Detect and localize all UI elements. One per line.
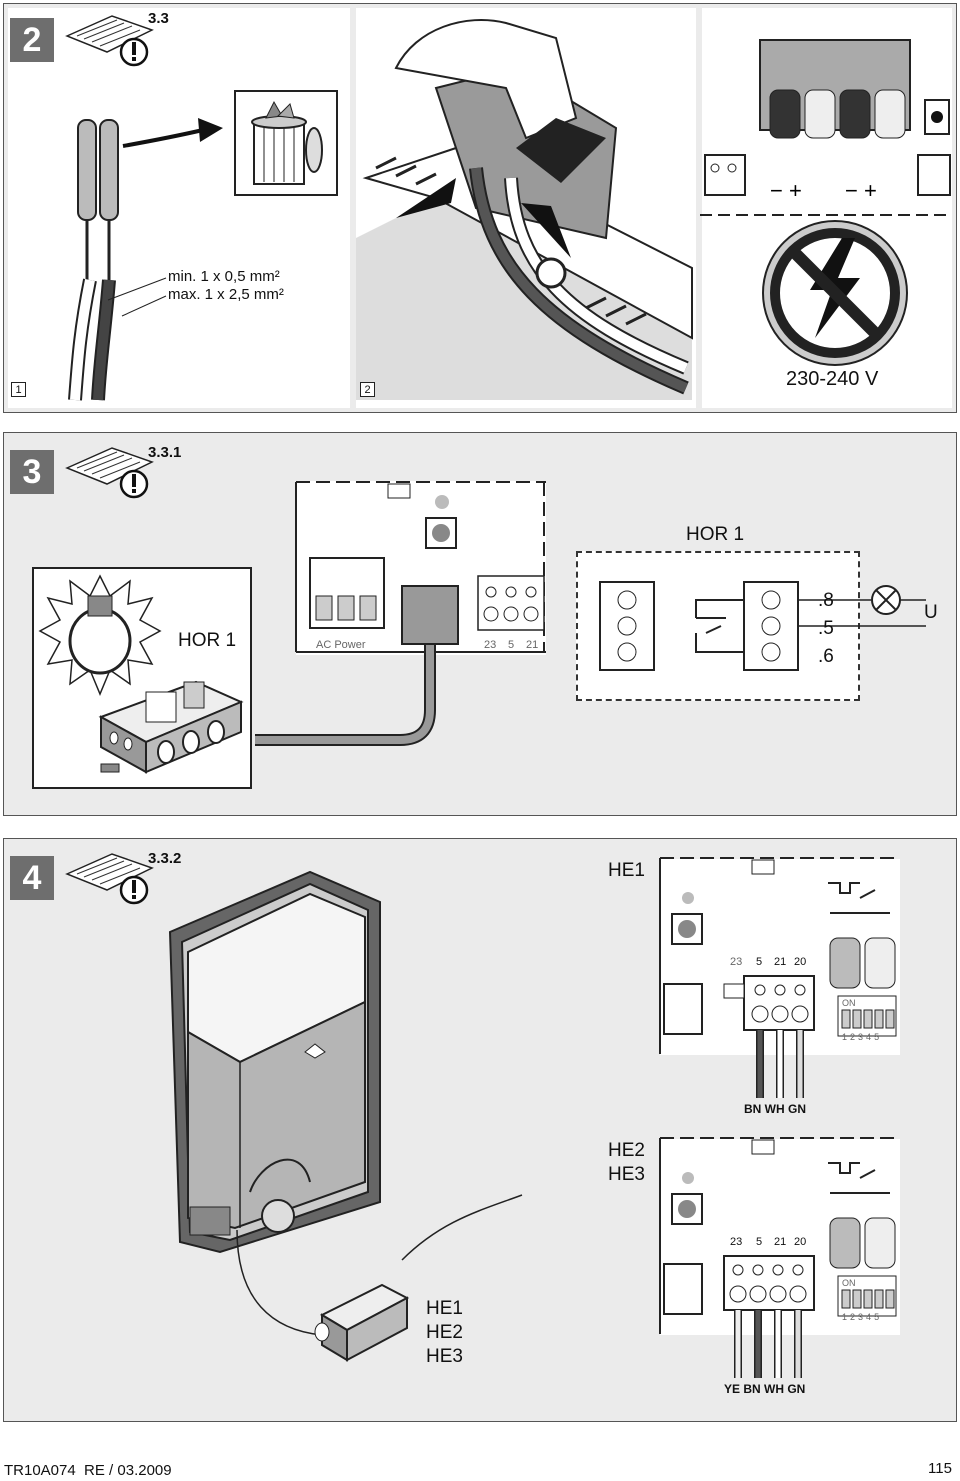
he23-board-drawing xyxy=(659,1137,900,1378)
dip-num: 2 xyxy=(850,1032,859,1042)
relay-cable xyxy=(255,645,436,746)
no-high-voltage-icon xyxy=(762,220,908,366)
voltage-label: 230-240 V xyxy=(786,368,879,390)
receiver-he1: HE1 xyxy=(426,1298,463,1319)
relay-label: HOR 1 xyxy=(178,630,237,651)
dip-num: 3 xyxy=(858,1032,867,1042)
operator-housing-drawing xyxy=(168,870,381,1254)
antenna-receiver-drawing xyxy=(236,1194,523,1362)
connector-drawing: − + − + xyxy=(700,39,951,216)
manual-warning-icon xyxy=(65,447,154,499)
he23-dip-numbers: 12345 xyxy=(842,1312,882,1322)
doc-id: TR10A074 RE / 03.2009 xyxy=(4,1462,172,1479)
he1-dip-on: ON xyxy=(842,998,856,1008)
he1-terminal-23: 23 xyxy=(730,956,743,968)
contact-6: .6 xyxy=(818,646,834,667)
supply-label: U xyxy=(924,602,938,623)
module-title: HOR 1 xyxy=(686,524,745,545)
wire-max-label: max. 1 x 2,5 mm² xyxy=(168,286,284,303)
he23-terminal-21: 21 xyxy=(774,1236,787,1248)
he23-wire-colors: YE BN WH GN xyxy=(724,1382,806,1396)
dip-num: 5 xyxy=(874,1032,883,1042)
svg-text:− +: − + xyxy=(770,178,802,203)
sub-number-1: 1 xyxy=(11,382,26,397)
dip-num: 4 xyxy=(866,1032,875,1042)
relay-housing-drawing xyxy=(98,680,244,774)
section-ref: 3.3.2 xyxy=(148,850,182,867)
receiver-he2: HE2 xyxy=(426,1322,463,1343)
he23-terminal-20: 20 xyxy=(794,1236,807,1248)
manual-warning-icon xyxy=(65,853,154,905)
arrow-right-icon xyxy=(122,118,223,148)
dip-num: 5 xyxy=(874,1312,883,1322)
relay-circuit-diagram xyxy=(599,581,926,671)
sub-panel-1 xyxy=(8,8,350,408)
step-number: 2 xyxy=(10,18,54,62)
terminal-23: 23 xyxy=(484,639,497,651)
sub-number-2: 2 xyxy=(360,382,375,397)
dip-num: 1 xyxy=(842,1032,851,1042)
manual-warning-icon xyxy=(65,15,154,67)
step-number: 4 xyxy=(10,856,54,900)
he1-terminal-5: 5 xyxy=(756,956,763,968)
section-ref: 3.3.1 xyxy=(148,444,182,461)
he1-terminal-21: 21 xyxy=(774,956,787,968)
svg-text:− +: − + xyxy=(845,178,877,203)
he1-wire-colors: BN WH GN xyxy=(744,1102,806,1116)
terminal-21: 21 xyxy=(526,639,539,651)
contact-5: .5 xyxy=(818,618,834,639)
he23-title-1: HE2 xyxy=(608,1140,645,1161)
he1-title: HE1 xyxy=(608,860,645,881)
trash-bin-icon xyxy=(251,100,323,185)
he1-board-drawing xyxy=(659,857,900,1098)
terminal-5: 5 xyxy=(508,639,515,651)
he1-terminal-20: 20 xyxy=(794,956,807,968)
page-number: 115 xyxy=(928,1460,952,1477)
dip-num: 3 xyxy=(858,1312,867,1322)
control-board-drawing xyxy=(295,481,546,653)
dip-num: 4 xyxy=(866,1312,875,1322)
ac-power-label: AC Power xyxy=(316,639,366,651)
dip-num: 1 xyxy=(842,1312,851,1322)
wire-min-label: min. 1 x 0,5 mm² xyxy=(168,268,280,285)
step-number: 3 xyxy=(10,450,54,494)
he23-dip-on: ON xyxy=(842,1278,856,1288)
contact-8: .8 xyxy=(818,590,834,611)
he23-terminal-5: 5 xyxy=(756,1236,763,1248)
receiver-he3: HE3 xyxy=(426,1346,463,1367)
light-bulb-icon xyxy=(38,574,162,696)
he1-dip-numbers: 12345 xyxy=(842,1032,882,1042)
wire-pointer-lines xyxy=(107,277,167,317)
wire-ends-drawing xyxy=(68,119,119,401)
section-ref: 3.3 xyxy=(148,10,169,27)
he23-terminal-23: 23 xyxy=(730,1236,743,1248)
dip-num: 2 xyxy=(850,1312,859,1322)
terminal-insertion-drawing xyxy=(356,19,693,400)
he23-title-2: HE3 xyxy=(608,1164,645,1185)
